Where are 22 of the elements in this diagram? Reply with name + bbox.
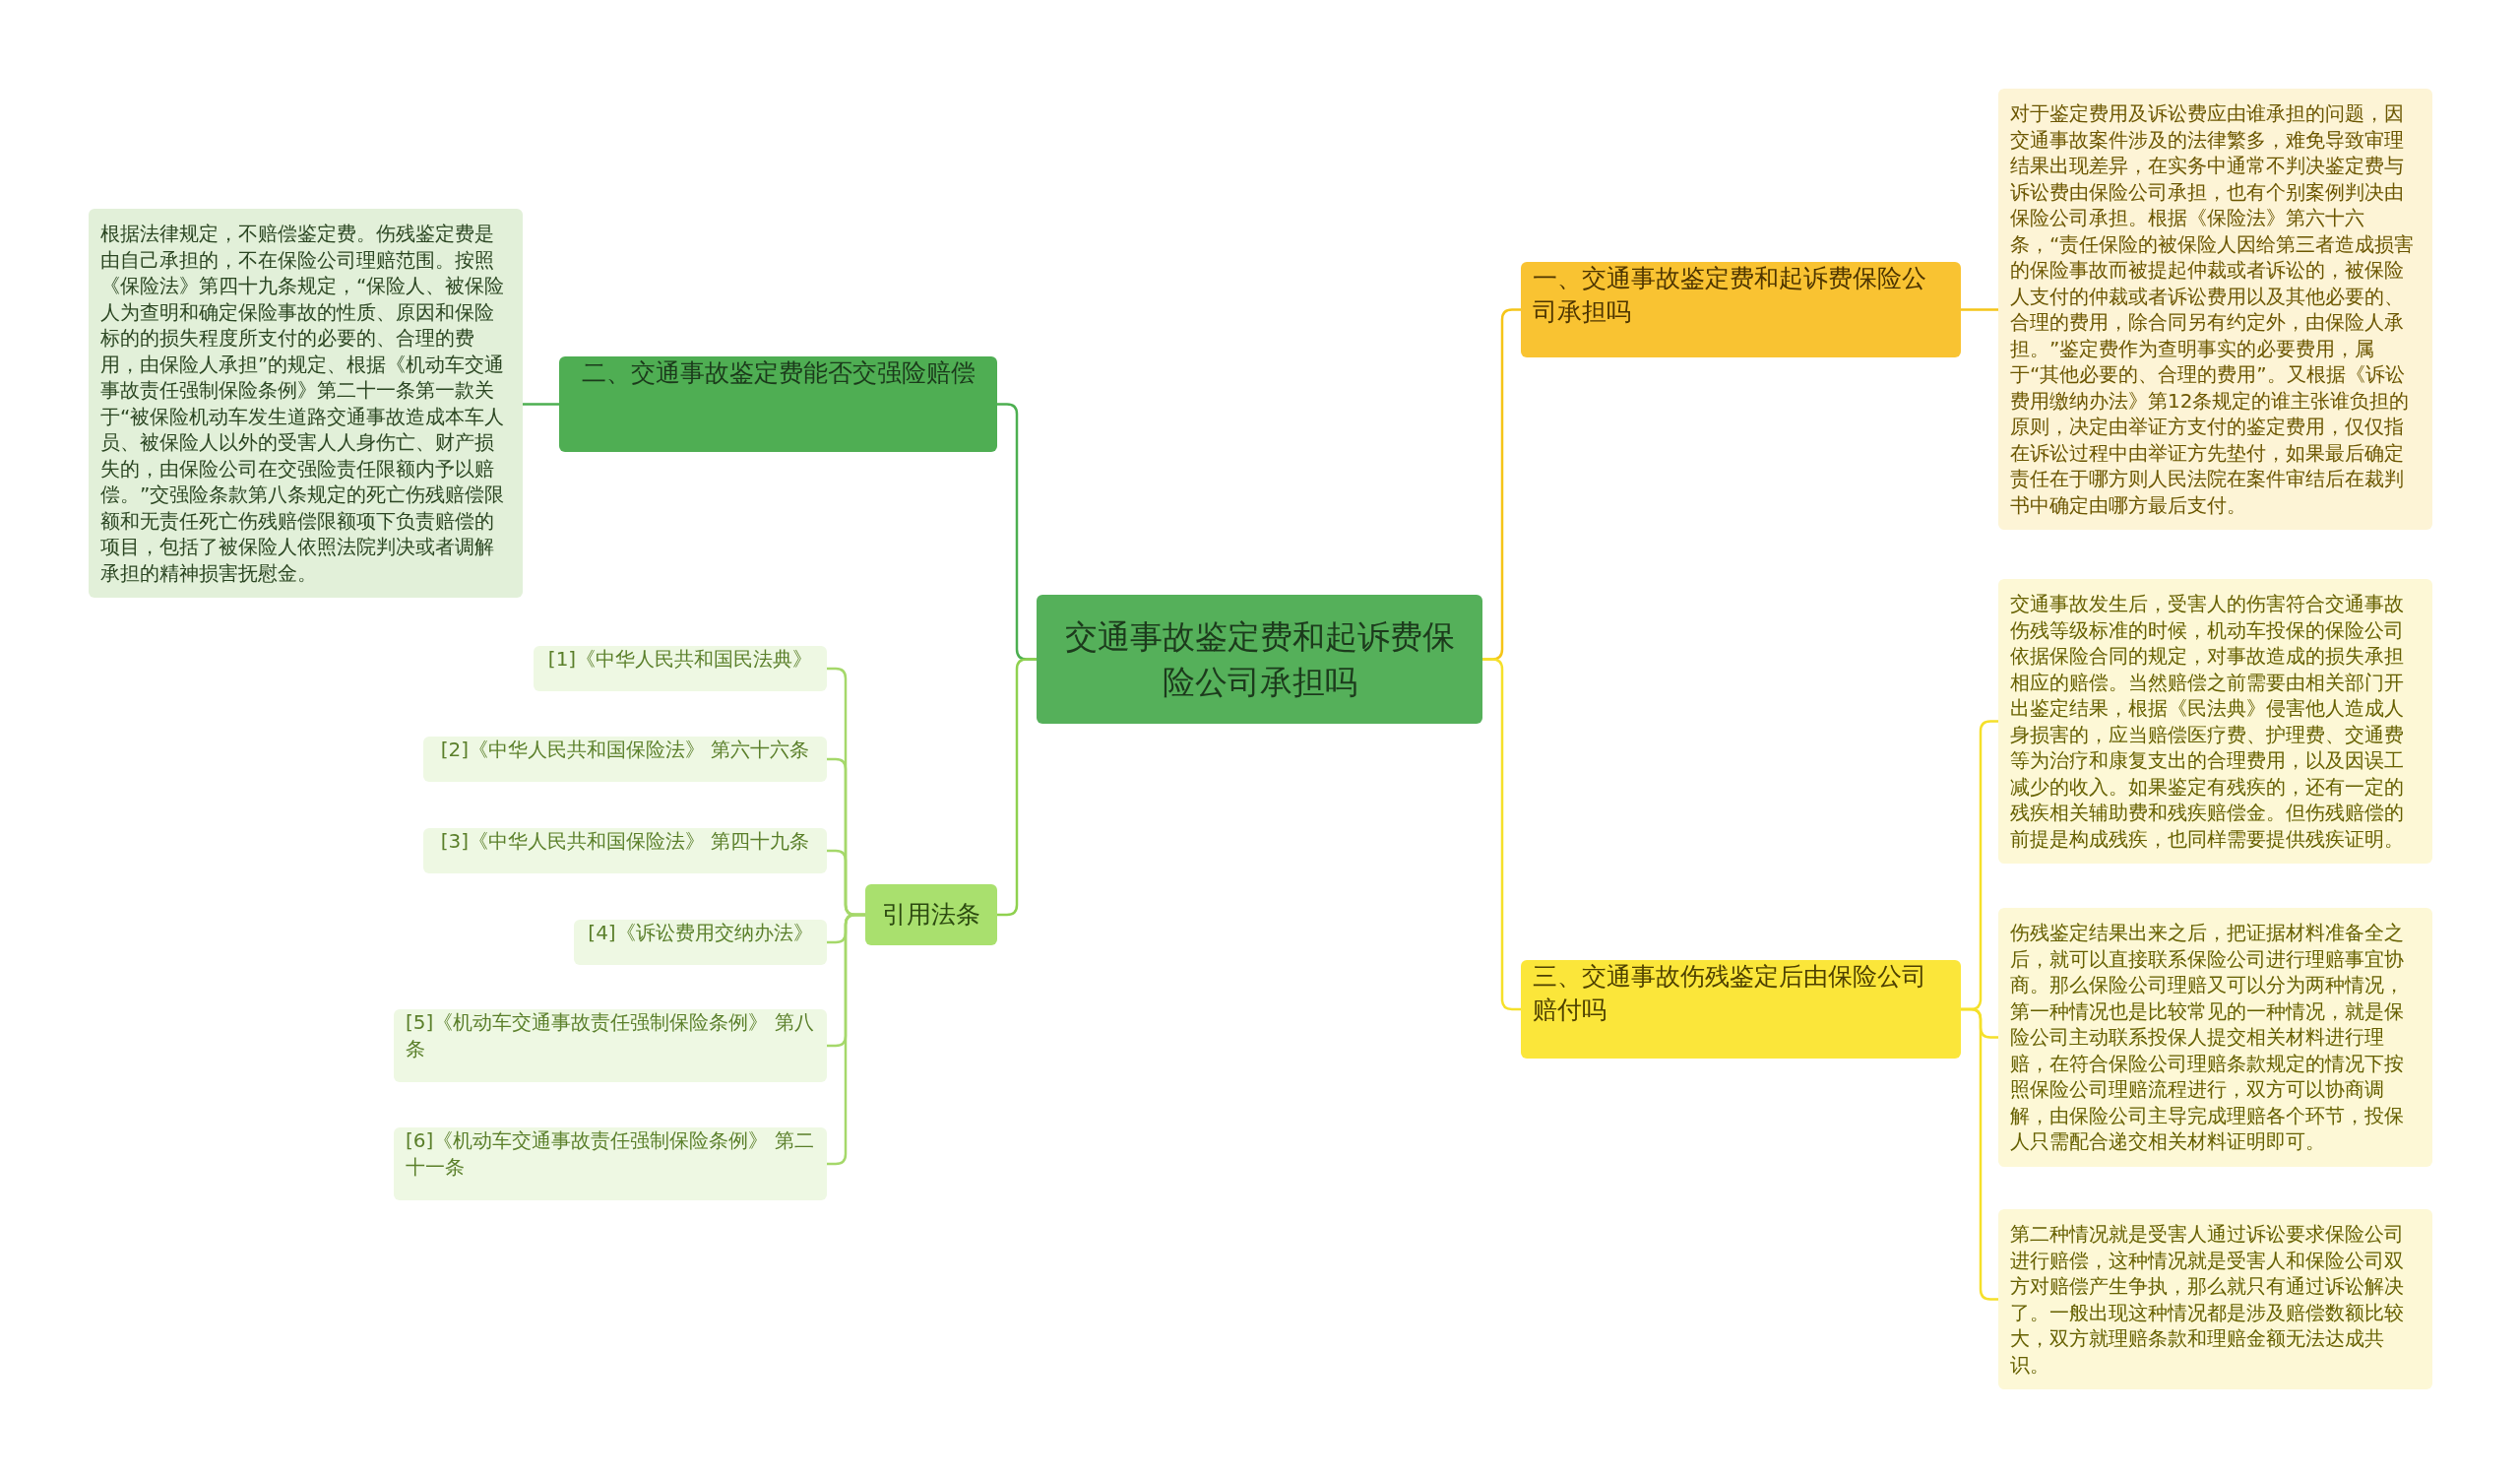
reference-card: [4]《诉讼费用交纳办法》 [574, 920, 827, 965]
branch-topic-box: 二、交通事故鉴定费能否交强险赔偿 [559, 356, 997, 452]
connector-line [1961, 308, 1998, 311]
note-card: 对于鉴定费用及诉讼费应由谁承担的问题，因交通事故案件涉及的法律繁多，难免导致审理结果出现差异，在实务中通常不判决鉴定费与诉讼费由保险公司承担，也有个别案例判决由保险公司承担。根据《保险法》第六十六条，“责任保险的被保险人因给第三者造成损害的保险事故而被提起仲裁或者诉讼的，被保险人支付的仲裁或者诉讼费用以及其他必要的、合理的费用，除合同另有约定外，由保险人承担。”鉴定费作为查明事实的必要费用，属于“其他必要的、合理的费用”。又根据《诉讼费用缴纳办法》第12条规定的谁主张谁负担的原则，决定由举证方支付的鉴定费用，仅仅指在诉讼过程中由举证方先垫付，如果最后确定责任在于哪方则人民法院在案件审结后在裁判书中确定由哪方最后支付。 [1998, 89, 2432, 530]
connector-line [997, 658, 1037, 917]
connector-line [523, 403, 559, 406]
reference-card: [6]《机动车交通事故责任强制保险条例》 第二十一条 [394, 1127, 827, 1200]
note-card: 伤残鉴定结果出来之后，把证据材料准备全之后，就可以直接联系保险公司进行理赔事宜协商。那么保险公司理赔又可以分为两种情况，第一种情况也是比较常见的一种情况，就是保险公司主动联系投保人提交相关材料进行理赔，在符合保险公司理赔条款规定的情况下按照保险公司理赔流程进行，双方可以协商调解，由保险公司主导完成理赔各个环节，投保人只需配合递交相关材料证明即可。 [1998, 908, 2432, 1167]
reference-card: [2]《中华人民共和国保险法》 第六十六条 [423, 737, 827, 782]
reference-card: [3]《中华人民共和国保险法》 第四十九条 [423, 828, 827, 873]
connector-line [1961, 1007, 1998, 1301]
reference-card: [1]《中华人民共和国民法典》 [534, 646, 827, 691]
note-card: 第二种情况就是受害人通过诉讼要求保险公司进行赔偿，这种情况就是受害人和保险公司双方对赔偿产生争执，那么就只有通过诉讼解决了。一般出现这种情况都是涉及赔偿数额比较大，双方就理赔条款和理赔金额无法达成共识。 [1998, 1209, 2432, 1389]
reference-card: [5]《机动车交通事故责任强制保险条例》 第八条 [394, 1009, 827, 1082]
branch-topic-box: 一、交通事故鉴定费和起诉费保险公司承担吗 [1521, 262, 1961, 357]
note-card: 根据法律规定，不赔偿鉴定费。伤残鉴定费是由自己承担的，不在保险公司理赔范围。按照《保险法》第四十九条规定，“保险人、被保险人为查明和确定保险事故的性质、原因和保险标的的损失程度所支付的必要的、合理的费用，由保险人承担”的规定、根据《机动车交通事故责任强制保险条例》第二十一条第一款关于“被保险机动车发生道路交通事故造成本车人员、被保险人以外的受害人人身伤亡、财产损失的，由保险公司在交强险责任限额内予以赔偿。”交强险条款第八条规定的死亡伤残赔偿限额和无责任死亡伤残赔偿限额项下负责赔偿的项目，包括了被保险人依照法院判决或者调解承担的精神损害抚慰金。 [89, 209, 523, 598]
central-topic-box: 交通事故鉴定费和起诉费保险公司承担吗 [1037, 595, 1482, 724]
connector-line [827, 913, 865, 1166]
note-card: 交通事故发生后，受害人的伤害符合交通事故伤残等级标准的时候，机动车投保的保险公司依据保险合同的规定，对事故造成的损失承担相应的赔偿。当然赔偿之前需要由相关部门开出鉴定结果，根据《民法典》侵害他人造成人身损害的，应当赔偿医疗费、护理费、交通费等为治疗和康复支出的合理费用，以及因误工减少的收入。如果鉴定有残疾的，还有一定的残疾相关辅助费和残疾赔偿金。但伤残赔偿的前提是构成残疾，也同样需要提供残疾证明。 [1998, 579, 2432, 864]
connector-line [1482, 658, 1521, 1011]
branch-topic-box: 引用法条 [865, 884, 997, 945]
branch-topic-box: 三、交通事故伤残鉴定后由保险公司赔付吗 [1521, 960, 1961, 1059]
